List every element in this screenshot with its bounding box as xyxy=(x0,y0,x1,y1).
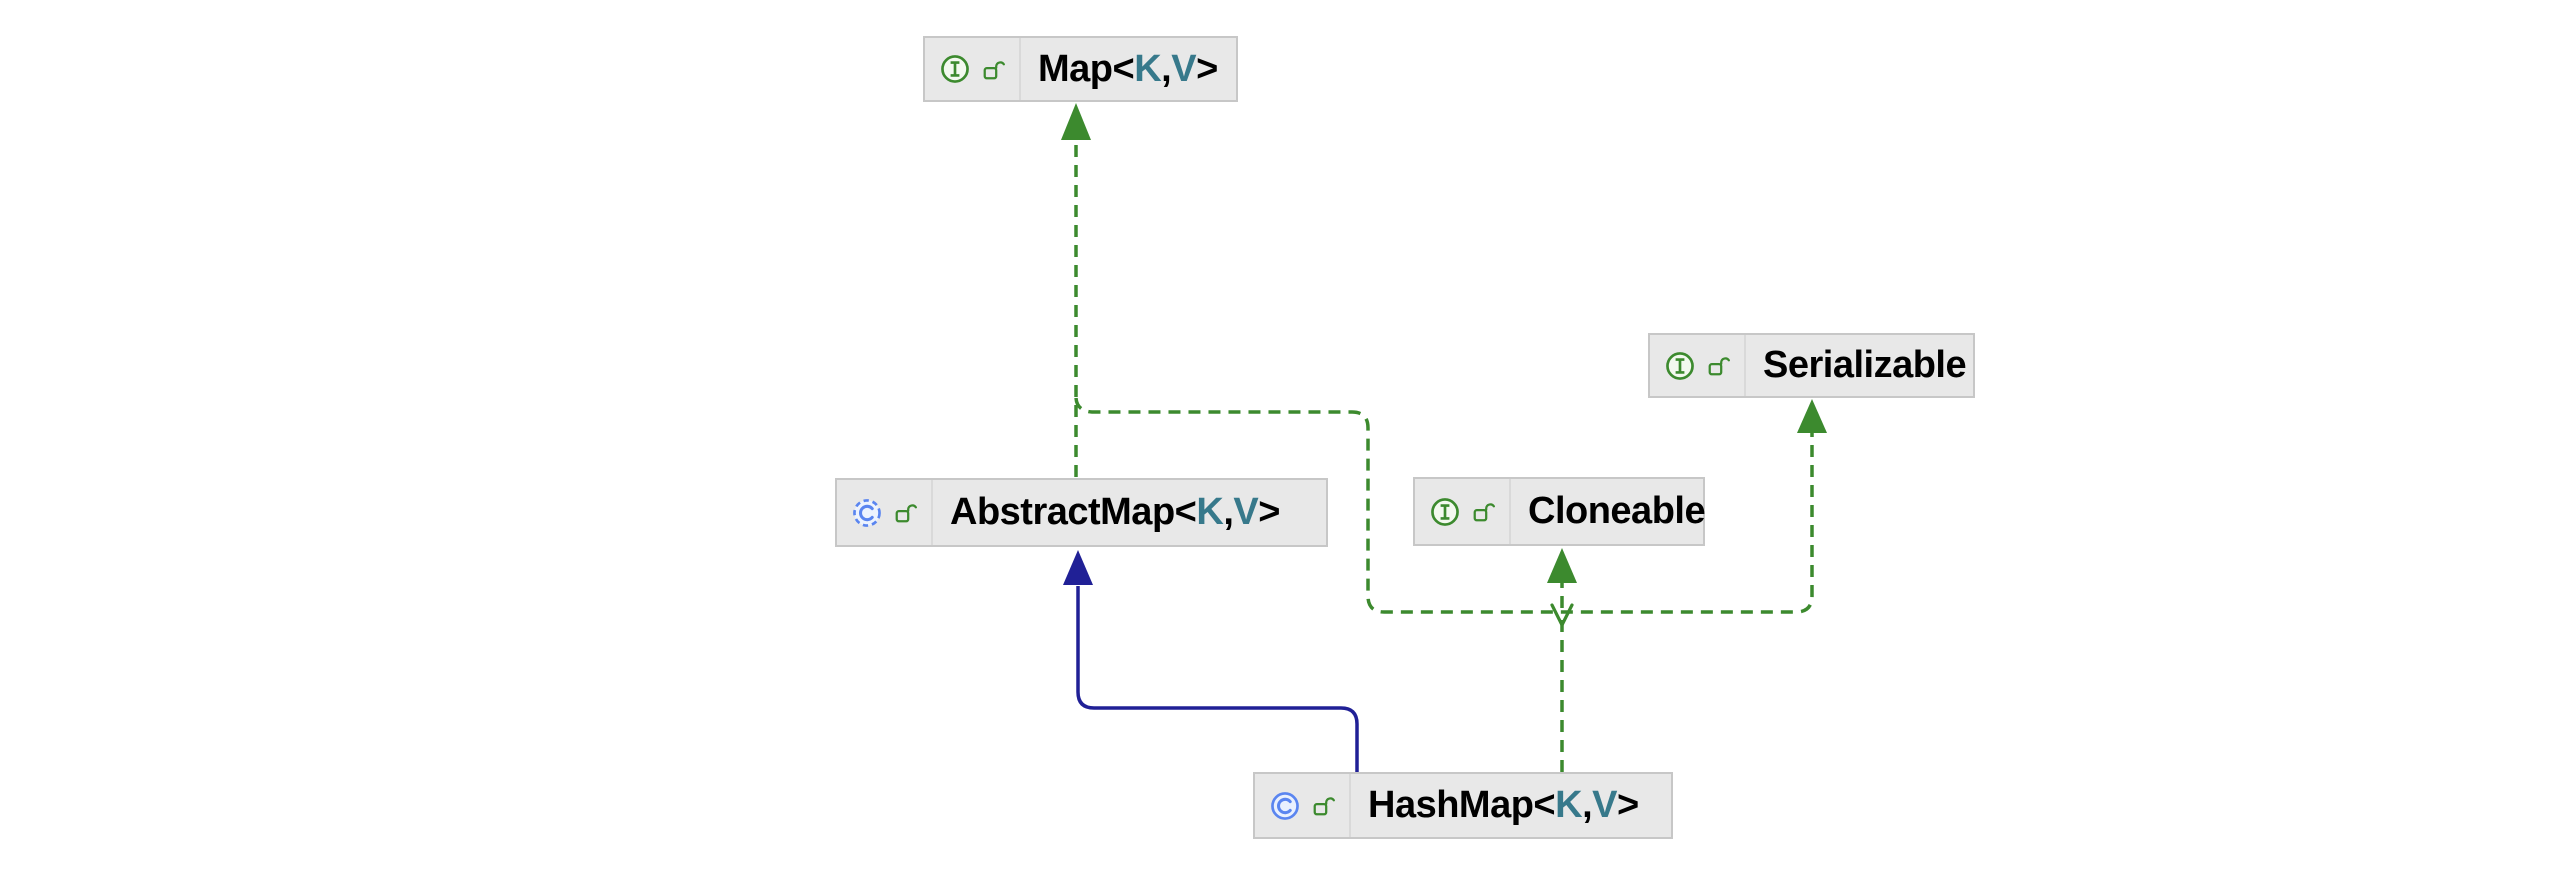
abstract-class-icon xyxy=(853,498,881,527)
edge-hashmap-implements-cloneable[interactable] xyxy=(1547,548,1577,608)
generic-separator: , xyxy=(1582,784,1593,826)
arrowhead-into-cloneable xyxy=(1547,548,1577,583)
node-icon-cell xyxy=(837,480,933,545)
interface-icon xyxy=(941,55,969,83)
type-param-v: V xyxy=(1592,784,1617,826)
class-name: HashMap xyxy=(1368,784,1534,826)
interface-icon xyxy=(1666,351,1694,380)
arrowhead-into-serializable xyxy=(1797,399,1827,433)
node-label: HashMap<K, V> xyxy=(1351,774,1655,837)
edge-merge-indicator xyxy=(1550,603,1574,629)
node-label: AbstractMap<K, V> xyxy=(933,480,1296,545)
edge-abstractmap-implements-map[interactable] xyxy=(1061,103,1091,477)
generic-close: > xyxy=(1196,47,1218,90)
node-map-interface[interactable]: Map<K, V> xyxy=(923,36,1238,102)
interface-icon xyxy=(1431,497,1459,526)
generic-open: < xyxy=(1174,491,1197,533)
node-icon-cell xyxy=(1415,479,1511,544)
type-param-v: V xyxy=(1233,491,1259,533)
node-abstractmap-abstract-class[interactable]: AbstractMap<K, V> xyxy=(835,478,1328,547)
node-icon-cell xyxy=(925,38,1021,100)
type-param-v: V xyxy=(1171,47,1197,90)
type-param-k: K xyxy=(1134,47,1162,90)
node-label: Cloneable xyxy=(1511,479,1721,544)
node-label: Map<K, V> xyxy=(1021,38,1234,100)
edge-hashmap-extends-abstractmap[interactable] xyxy=(1063,550,1359,772)
arrowhead-into-abstractmap xyxy=(1063,550,1093,585)
open-lock-icon xyxy=(1708,357,1730,376)
node-label: Serializable xyxy=(1746,335,1982,396)
generic-close: > xyxy=(1258,491,1280,533)
open-lock-icon xyxy=(983,60,1005,79)
type-param-k: K xyxy=(1555,784,1583,826)
class-icon xyxy=(1271,791,1299,820)
node-icon-cell xyxy=(1650,335,1746,396)
generic-open: < xyxy=(1533,784,1556,826)
node-cloneable-interface[interactable]: Cloneable xyxy=(1413,477,1706,546)
open-lock-icon xyxy=(895,504,917,523)
generic-close: > xyxy=(1617,784,1639,826)
node-hashmap-class[interactable]: HashMap<K, V> xyxy=(1253,772,1673,839)
open-lock-icon xyxy=(1473,503,1495,522)
generic-separator: , xyxy=(1161,47,1172,90)
node-serializable-interface[interactable]: Serializable xyxy=(1648,333,1975,398)
class-name: Cloneable xyxy=(1528,490,1706,532)
edge-hashmap-implements-map-and-serializable[interactable] xyxy=(1074,397,1827,614)
node-icon-cell xyxy=(1255,774,1351,837)
class-name: AbstractMap xyxy=(950,491,1175,533)
edge-hashmap-implements-trunk[interactable] xyxy=(1550,603,1574,772)
arrowhead-into-map xyxy=(1061,103,1091,140)
class-name: Map xyxy=(1038,47,1113,90)
type-param-k: K xyxy=(1196,491,1224,533)
class-name: Serializable xyxy=(1763,344,1967,386)
generic-separator: , xyxy=(1223,491,1234,533)
generic-open: < xyxy=(1112,47,1135,90)
open-lock-icon xyxy=(1313,797,1335,816)
